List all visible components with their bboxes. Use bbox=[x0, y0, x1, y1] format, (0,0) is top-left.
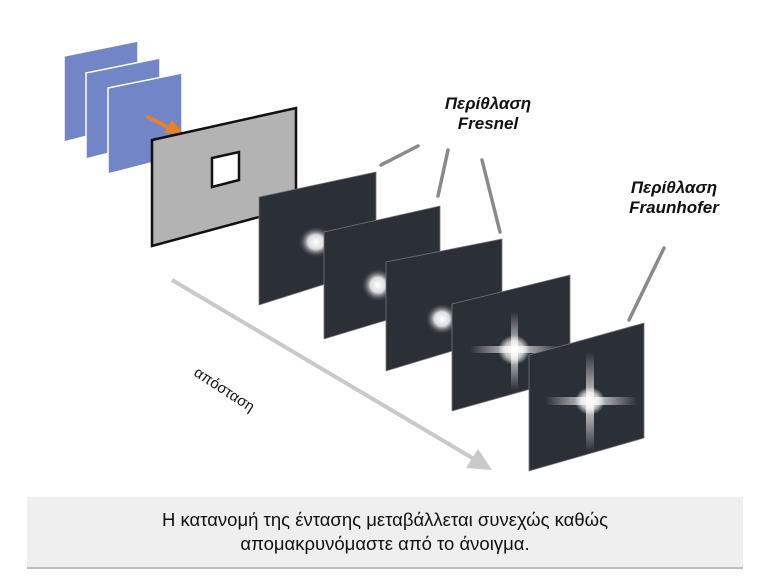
fraunhofer-label: Περίθλαση Fraunhofer bbox=[594, 178, 754, 218]
fraunhofer-label-line-2: Fraunhofer bbox=[629, 198, 719, 217]
screen-4-cross-pattern bbox=[470, 312, 560, 390]
incident-arrow bbox=[146, 115, 184, 134]
fraunhofer-label-line-1: Περίθλαση bbox=[630, 178, 718, 197]
caption-line-1: Η κατανομή της έντασης μεταβάλλεται συνε… bbox=[161, 509, 609, 530]
screen-3-spot bbox=[425, 303, 459, 335]
fresnel-leader-lines bbox=[379, 144, 502, 234]
diffraction-diagram bbox=[63, 40, 666, 472]
square-aperture bbox=[210, 150, 241, 189]
caption-box: Η κατανομή της έντασης μεταβάλλεται συνε… bbox=[27, 497, 743, 569]
caption-line-2: απομακρυνόμαστε από το άνοιγμα. bbox=[240, 533, 530, 554]
fresnel-label-line-1: Περίθλαση bbox=[444, 94, 532, 113]
distance-arrow bbox=[170, 278, 492, 470]
fresnel-label: Περίθλαση Fresnel bbox=[408, 94, 568, 134]
fresnel-label-line-2: Fresnel bbox=[457, 114, 519, 133]
screen-5-cross-pattern bbox=[545, 352, 637, 452]
screen-5 bbox=[528, 322, 645, 472]
incident-wavefronts bbox=[63, 40, 183, 175]
fraunhofer-leader-line bbox=[627, 246, 666, 322]
